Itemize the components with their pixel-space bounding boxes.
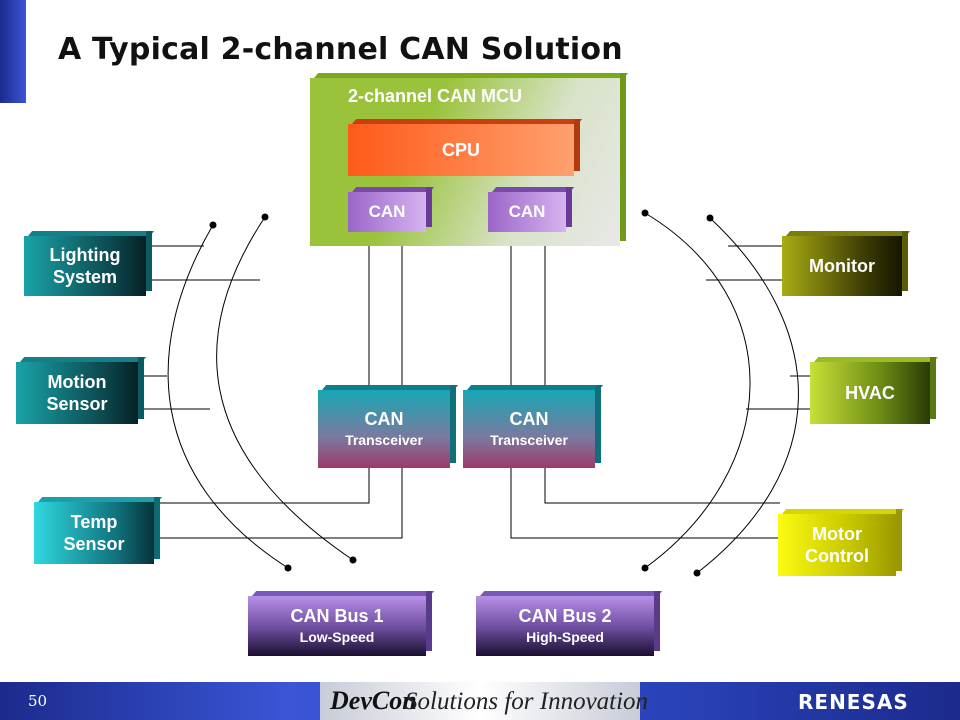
node-hvac: HVAC: [810, 357, 939, 424]
right-bus-line-2: [696, 217, 799, 574]
wire-tx1-bus-b: [128, 468, 403, 539]
devcon-logo: DevCon: [330, 686, 417, 715]
transceiver-2-title: CAN: [509, 409, 549, 429]
node-temp-line1: Temp: [70, 512, 118, 532]
left-bus-line-1: [167, 224, 289, 569]
node-motor-control: Motor Control: [778, 509, 905, 576]
bus-2-subtitle: High-Speed: [526, 629, 604, 645]
can-transceiver-2: CAN Transceiver: [463, 385, 604, 468]
can-bus-2: CAN Bus 2 High-Speed: [476, 591, 663, 656]
node-motion-sensor: Motion Sensor: [16, 357, 147, 424]
slide-title: A Typical 2-channel CAN Solution: [58, 32, 623, 67]
node-monitor-label: Monitor: [809, 256, 875, 276]
can-controller-2: CAN: [488, 187, 575, 232]
node-motor-line2: Control: [805, 546, 869, 566]
bus-1-title: CAN Bus 1: [290, 606, 384, 626]
node-temp-line2: Sensor: [63, 534, 125, 554]
left-bus-line-2: [216, 216, 354, 561]
wire-tx2-bus-a: [544, 468, 780, 504]
can-controller-1-label: CAN: [348, 192, 426, 232]
can-transceiver-1: CAN Transceiver: [318, 385, 459, 468]
footer-center-panel: [320, 682, 640, 720]
transceiver-1-subtitle: Transceiver: [345, 432, 423, 448]
node-temp-sensor: Temp Sensor: [34, 497, 163, 564]
can-controller-1: CAN: [348, 187, 435, 232]
cpu-block: CPU: [348, 119, 583, 176]
mcu-label: 2-channel CAN MCU: [348, 86, 523, 106]
node-monitor: Monitor: [782, 231, 911, 296]
cpu-label: CPU: [348, 124, 574, 176]
node-hvac-label: HVAC: [845, 383, 895, 403]
transceiver-1-title: CAN: [364, 409, 404, 429]
renesas-logo: RENESAS: [798, 690, 909, 714]
node-motor-line1: Motor: [812, 524, 862, 544]
wire-tx1-bus-a: [128, 468, 370, 504]
bus-1-subtitle: Low-Speed: [299, 629, 375, 645]
node-motion-line1: Motion: [47, 372, 107, 392]
can-bus-1: CAN Bus 1 Low-Speed: [248, 591, 435, 656]
node-motion-line2: Sensor: [46, 394, 108, 414]
wire-tx2-bus-b: [510, 468, 780, 539]
node-lighting-system: Lighting System: [24, 231, 155, 296]
left-accent-bar: [0, 0, 26, 103]
page-number: 50: [28, 692, 48, 710]
can-controller-2-label: CAN: [488, 192, 566, 232]
bus-2-title: CAN Bus 2: [518, 606, 612, 626]
right-bus-line-1: [644, 212, 751, 569]
node-lighting-line1: Lighting: [49, 245, 121, 265]
transceiver-2-subtitle: Transceiver: [490, 432, 568, 448]
footer-tagline: Solutions for Innovation: [405, 688, 649, 715]
node-lighting-line2: System: [52, 267, 118, 287]
